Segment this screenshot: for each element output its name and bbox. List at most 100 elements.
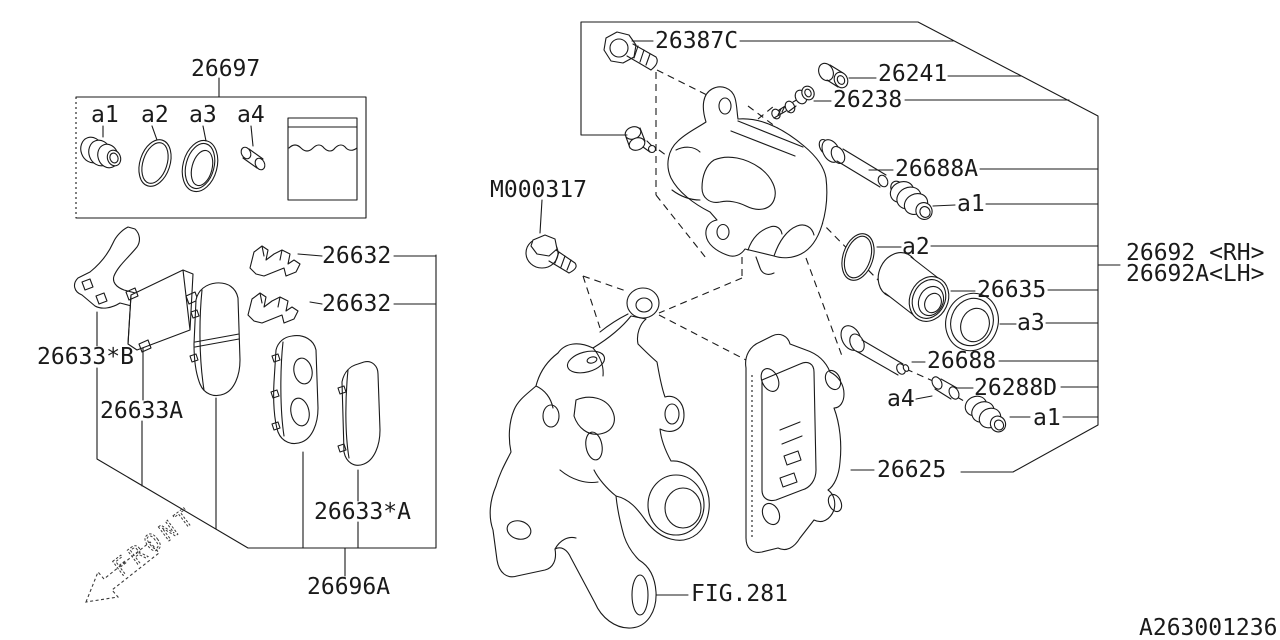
- clip-lower-leaders: [309, 301, 437, 305]
- boot-a3-drawing: [945, 292, 999, 352]
- label-guide-pin-upper: 26688A: [895, 156, 978, 182]
- label-seal-a2: a2: [902, 234, 930, 260]
- caliper-outline: [667, 86, 828, 259]
- label-pad-outer: 26633*A: [314, 499, 411, 525]
- grease-packet-drawing: [287, 117, 358, 201]
- bleeder-screw-26238-drawing: [771, 85, 815, 120]
- label-clip-upper: 26632: [322, 243, 391, 269]
- label-kit-a4: a4: [237, 102, 265, 128]
- clip-lower-drawing: [247, 292, 299, 324]
- knuckle-arm-eye: [626, 287, 660, 319]
- bleeder-cap-leaders: [848, 75, 1022, 79]
- pad-group-outline: [96, 254, 437, 549]
- piston-seal-a2-drawing: [841, 233, 875, 281]
- piston-26635-drawing: [877, 252, 950, 322]
- bracket-ear-hole-bottom: [761, 502, 781, 526]
- bracket-leaders: [850, 469, 1014, 473]
- bracket-ear-hole-top: [760, 368, 780, 392]
- pad-outer-drawing: [337, 361, 381, 466]
- kit-pin-a4-drawing: [240, 125, 266, 171]
- shim-inner-tabs: [81, 278, 108, 305]
- dashed-bolt-axis: [656, 69, 708, 96]
- knuckle-outline: [489, 315, 710, 629]
- guide-pin-lower-leaders: [911, 360, 1099, 363]
- caliper-plug-drawing: [624, 126, 657, 154]
- kit-a4-leader: [250, 125, 254, 147]
- label-guide-pin-lower: 26688: [927, 348, 996, 374]
- boot-a1-lower-drawing: [964, 395, 1007, 433]
- label-kit-a2: a2: [141, 102, 169, 128]
- bracket-outline: [745, 333, 845, 553]
- pad-holes-drawing: [270, 335, 319, 445]
- label-caliper-lh: 26692A<LH>: [1126, 261, 1264, 287]
- shim-outer-leader: [141, 344, 144, 487]
- pin-sleeve-leaders: [956, 386, 1099, 389]
- kit-boot-a1-drawing: [80, 125, 122, 169]
- sleeve-a4-leader: [915, 395, 933, 400]
- guide-pin-upper-26688A-drawing: [818, 138, 889, 188]
- label-shim-outer: 26633A: [100, 398, 183, 424]
- clip-upper-drawing: [249, 245, 301, 277]
- knuckle-right-ear-hole: [664, 403, 680, 425]
- label-kit-a3: a3: [189, 102, 217, 128]
- dashed-pin-to-sleeve: [905, 368, 934, 382]
- kit-a3-leader: [202, 125, 207, 142]
- kit-boot-a3-drawing: [181, 125, 219, 193]
- dashed-bleeder-axis: [757, 105, 775, 120]
- callout-labels: 26697 a1 a2 a3 a4 26633*B 26633A 26632 2…: [37, 28, 1277, 640]
- pin-sleeve-a4-drawing: [931, 376, 960, 400]
- front-direction-marker: FRONT: [85, 500, 203, 603]
- kit-seal-a2-drawing: [138, 125, 172, 187]
- front-arrow-icon: [85, 541, 160, 603]
- dashed-mbolt-b: [582, 275, 601, 329]
- label-fig-ref: FIG.281: [691, 581, 788, 607]
- label-shim-inner: 26633*B: [37, 344, 134, 370]
- label-bleeder-cap: 26241: [878, 61, 947, 87]
- shim-outer-drawing: [125, 269, 199, 353]
- piston-leaders: [950, 289, 1099, 292]
- seal-a2-leaders: [876, 245, 1099, 248]
- caliper-ear-hole-bottom: [716, 223, 730, 241]
- clip-upper-leaders: [297, 253, 437, 257]
- dashed-caliper-to-bracket: [805, 257, 843, 357]
- label-caliper-bolt: 26387C: [655, 28, 738, 54]
- boot-a1-upper-drawing: [889, 180, 933, 220]
- caliper-ear-hole-top: [718, 97, 732, 115]
- label-pin-sleeve: 26288D: [974, 375, 1057, 401]
- caliper-body-drawing: [667, 86, 828, 275]
- label-support-bracket: 26625: [877, 457, 946, 483]
- pad-center-drawing: [189, 282, 241, 397]
- guide-pin-lower-26688-drawing: [840, 325, 910, 376]
- knuckle-drawing: [489, 287, 710, 629]
- knuckle-left-ear-hole: [542, 404, 560, 428]
- dashed-bolt-to-ear: [655, 194, 707, 259]
- label-boot-a1-upper: a1: [957, 191, 985, 217]
- label-kit-title: 26697: [191, 56, 260, 82]
- label-caliper-rh: 26692 <RH>: [1126, 240, 1264, 266]
- front-label: FRONT: [108, 501, 203, 582]
- boot-a1-upper-leaders: [932, 203, 1099, 207]
- label-clip-lower: 26632: [322, 291, 391, 317]
- dashed-bore-axis: [817, 218, 881, 283]
- dashed-mbolt-a: [582, 275, 627, 292]
- caliper-window: [701, 156, 776, 210]
- pad-group: [73, 226, 437, 577]
- caliper-bolt-26387C-drawing: [603, 31, 658, 71]
- bracket-pad-abutments: [779, 421, 803, 488]
- guide-pin-upper-leaders: [868, 168, 1099, 171]
- dashed-ear-to-knuckle: [658, 277, 743, 314]
- knuckle-bolt-leader: [539, 199, 543, 234]
- boot-a3-leaders: [999, 322, 1099, 325]
- label-kit-a1: a1: [91, 102, 119, 128]
- label-sleeve-a4: a4: [887, 386, 915, 412]
- label-knuckle-bolt: M000317: [490, 177, 587, 203]
- kit-box-outline: [75, 96, 367, 219]
- label-bleeder-screw: 26238: [833, 87, 902, 113]
- caliper-group-leaders: [539, 21, 1121, 596]
- bleeder-cap-26241-drawing: [818, 62, 849, 89]
- caliper-group-frame: [580, 21, 1099, 473]
- support-bracket-drawing: [745, 333, 845, 553]
- shim-inner-drawing: [73, 226, 149, 310]
- dashed-knuckle-to-bracket: [658, 314, 747, 361]
